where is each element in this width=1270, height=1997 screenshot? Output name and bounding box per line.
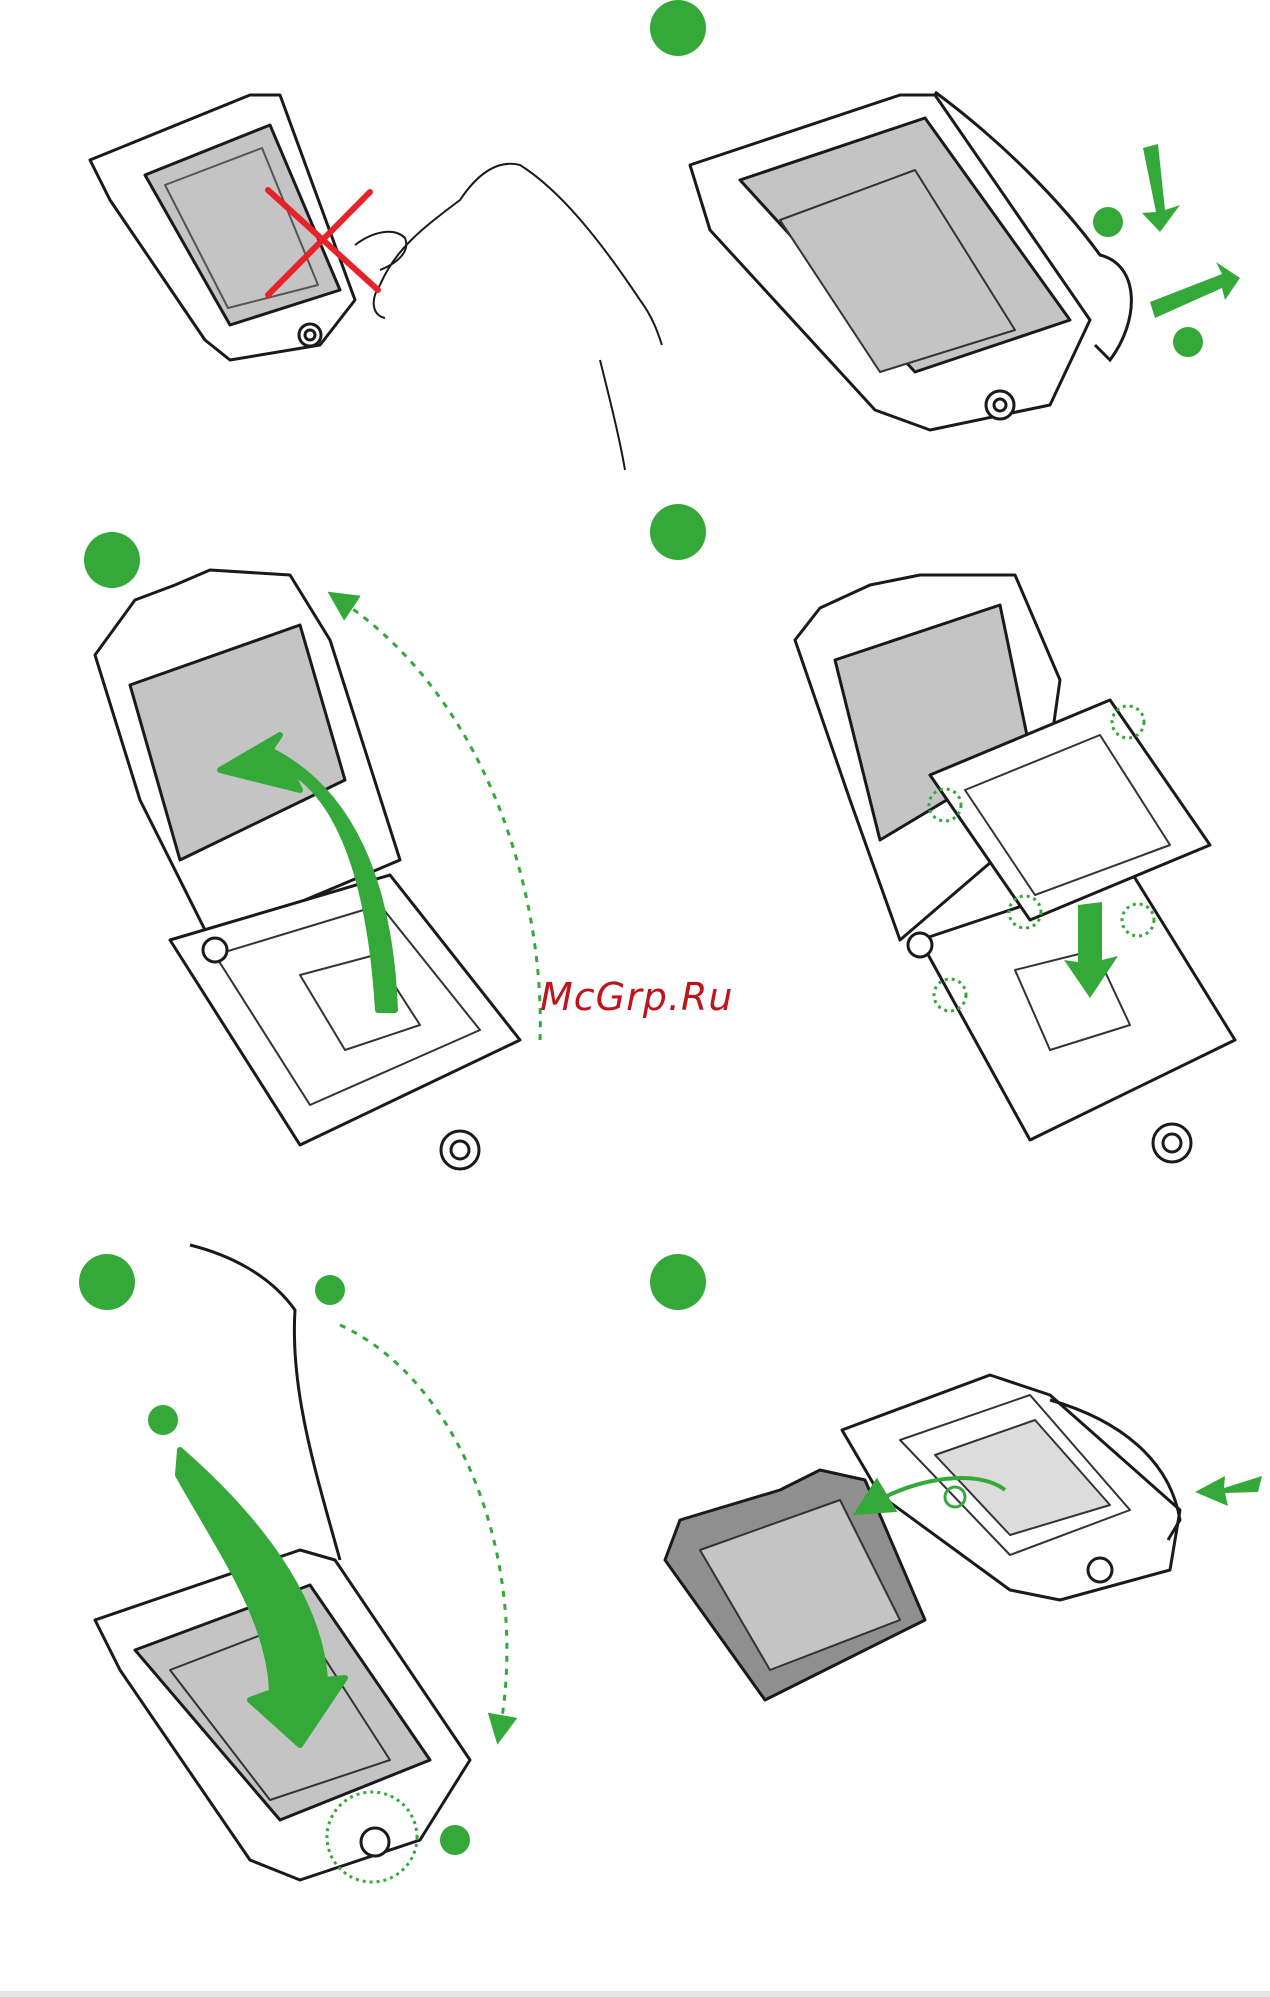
push-lever-arrow-icon <box>1195 1476 1262 1506</box>
socket-base-icon <box>908 870 1235 1140</box>
socket-icon <box>690 95 1090 430</box>
sub-step-dot <box>1093 207 1123 237</box>
hand-icon <box>374 164 662 470</box>
panel-step-remove-cap <box>650 1254 1262 1700</box>
step-badge <box>79 1254 135 1310</box>
sub-step-dot <box>1173 327 1203 357</box>
push-down-arrow-icon <box>1142 144 1180 232</box>
panel-step-insert-cpu <box>650 504 1235 1162</box>
watermark: McGrp.Ru <box>540 975 733 1019</box>
panel-step-release-lever <box>650 0 1240 430</box>
page-footer-bar <box>0 1991 1270 1997</box>
screw-icon <box>1153 1124 1191 1162</box>
pnp-cap-icon <box>665 1470 925 1700</box>
screw-icon <box>441 1131 479 1169</box>
hand-finger-icon <box>355 232 406 270</box>
sub-step-dot <box>440 1825 470 1855</box>
sub-step-dot <box>315 1275 345 1305</box>
step-badge <box>84 532 140 588</box>
step-badge <box>650 504 706 560</box>
pull-out-arrow-icon <box>1150 262 1240 318</box>
panel-step-lift-plate <box>84 532 540 1169</box>
panel-step-warning <box>90 95 662 470</box>
panel-step-close-lever <box>79 1245 507 1882</box>
sub-step-dot <box>148 1405 178 1435</box>
step-badge <box>650 1254 706 1310</box>
step-badge <box>650 0 706 56</box>
socket-icon <box>90 95 355 360</box>
